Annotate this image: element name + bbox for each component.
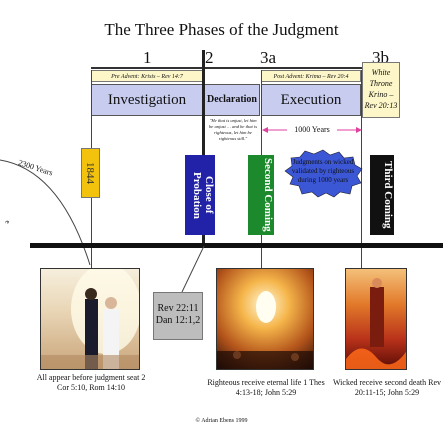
- phase-number-3a: 3a: [260, 48, 277, 67]
- marker-third-coming: Third Coming: [370, 155, 394, 235]
- pointer-3a: [261, 248, 262, 268]
- left-mark: e: [3, 220, 12, 224]
- judgment-seat-illustration: [41, 269, 139, 369]
- second-death-illustration: [346, 278, 406, 369]
- diagram-title: The Three Phases of the Judgment: [104, 20, 339, 39]
- white-throne-box: White Throne Krino – Rev 20:13: [362, 62, 400, 118]
- declaration-box: Declaration: [204, 84, 260, 116]
- marker-1844: 1844: [81, 148, 100, 198]
- judgment-seat-image: [40, 268, 140, 370]
- phase-number-2: 2: [205, 48, 214, 67]
- investigation-box: Investigation: [91, 84, 203, 116]
- caption-righteous: Righteous receive eternal life 1 Thes 4:…: [207, 378, 325, 397]
- thousand-years-label: 1000 Years: [287, 124, 337, 136]
- timeline: [30, 243, 443, 248]
- execution-box: Execution: [261, 84, 361, 116]
- rev-quote: "He that is unjust, let him be unjust … …: [209, 118, 257, 141]
- caption-wicked: Wicked receive second death Rev 20:11-15…: [332, 378, 442, 397]
- pointer-reference: [181, 246, 205, 293]
- judgments-bubble-text: Judgments on wicked validated by righteo…: [291, 158, 355, 184]
- pointer-1: [91, 248, 92, 268]
- marker-close-of-probation: Close of Probation: [185, 155, 215, 235]
- pre-advent-label: Pre Advent: Krisis – Rev 14:7: [91, 70, 203, 82]
- pointer-3b: [361, 248, 362, 268]
- declaration-divider: [202, 50, 205, 245]
- caption-judgment-seat: All appear before judgment seat 2 Cor 5:…: [36, 373, 146, 392]
- top-rule: [91, 67, 391, 69]
- guide-line-3b: [361, 70, 362, 265]
- post-advent-label: Post Advent: Krima – Rev 20:4: [261, 70, 361, 82]
- phase-number-1: 1: [143, 48, 152, 67]
- marker-second-coming: Second Coming: [248, 155, 274, 235]
- reference-box: Rev 22:11 Dan 12:1,2: [153, 292, 203, 340]
- judgments-bubble-shape: [284, 149, 363, 198]
- second-coming-image: [216, 268, 314, 370]
- copyright: © Adrian Ebens 1999: [195, 418, 248, 424]
- second-coming-illustration: [217, 291, 313, 369]
- second-death-image: [345, 268, 407, 370]
